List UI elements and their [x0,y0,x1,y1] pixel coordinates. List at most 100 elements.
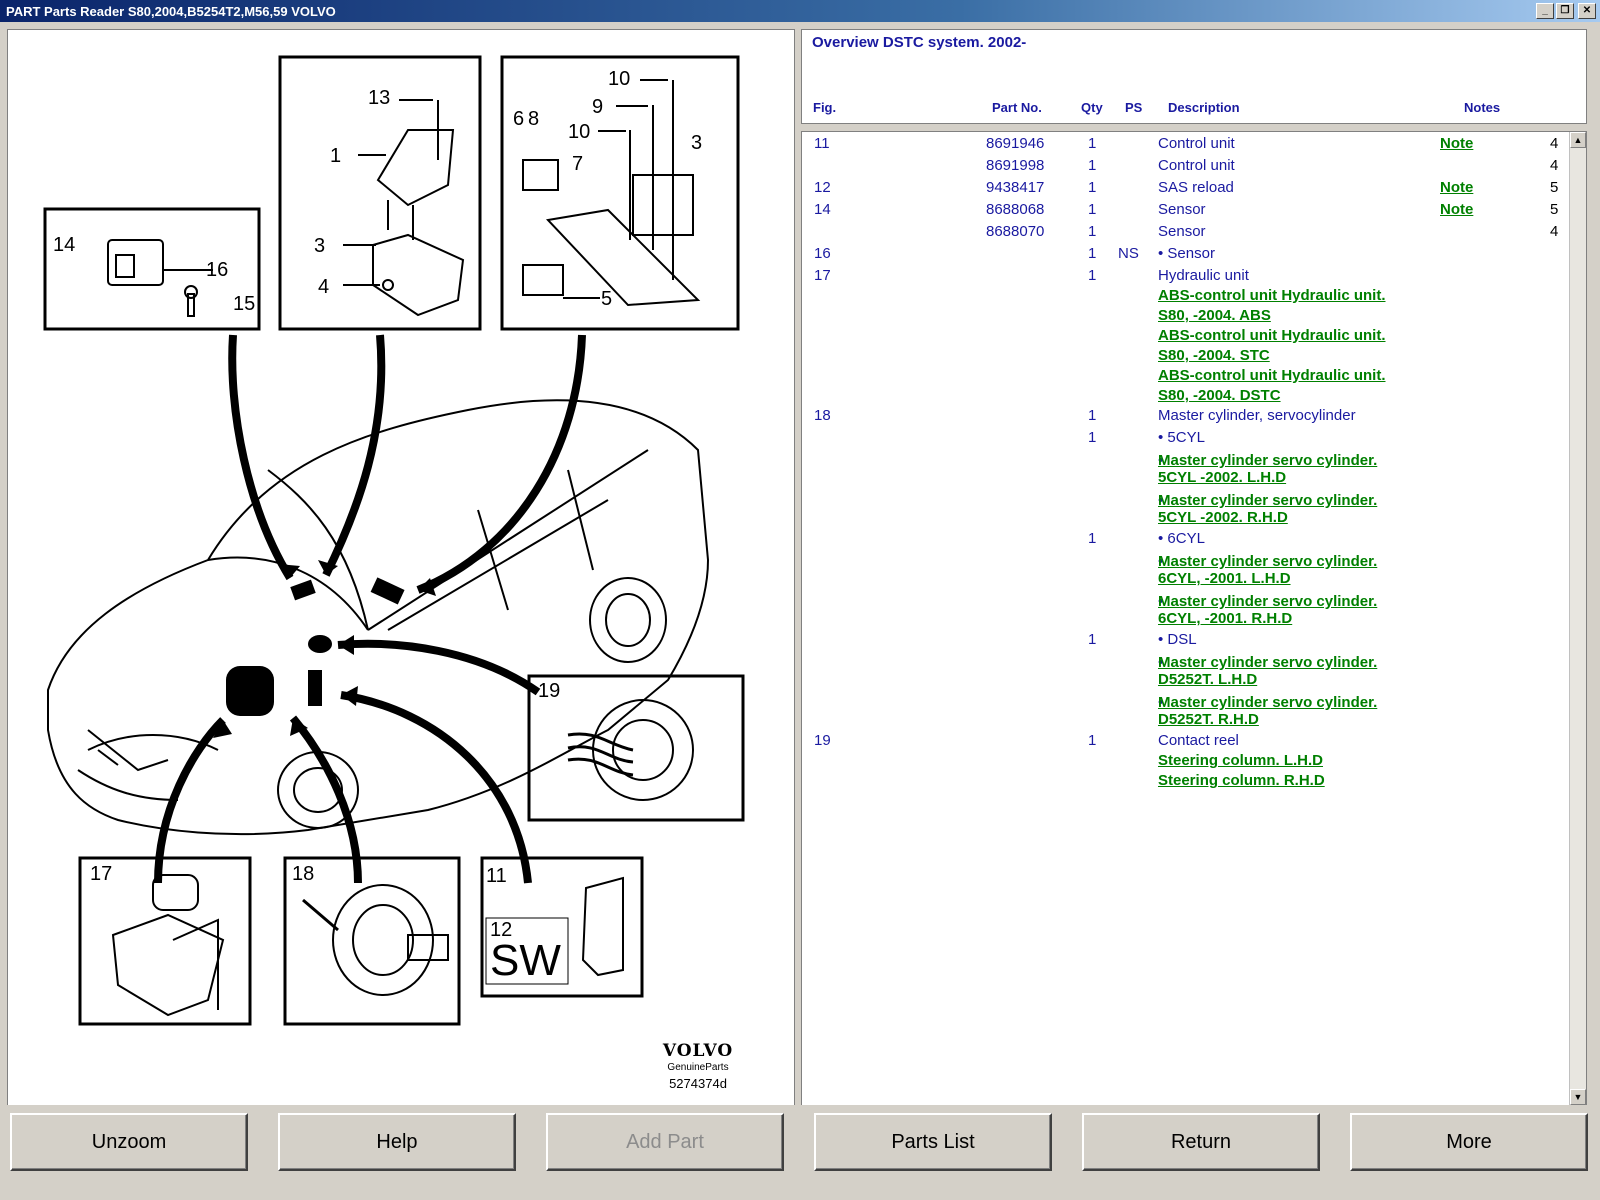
close-button[interactable]: ✕ [1578,3,1596,19]
table-row[interactable]: 16 1 NS • Sensor [802,242,1570,264]
list-item[interactable]: • Master cylinder servo cylinder. [802,688,1570,711]
detail-box-contact-reel [527,674,745,822]
fig-cell: 12 [814,179,831,196]
list-item[interactable]: D5252T. R.H.D [802,708,1570,729]
table-row[interactable]: 11 8691946 1 Control unit Note 4 [802,132,1570,154]
qty-cell: 1 [1088,530,1097,547]
master-cylinder-link[interactable]: Master cylinder servo cylinder. [1158,694,1378,711]
table-row[interactable]: 1 • 5CYL [802,426,1570,446]
list-item[interactable]: Steering column. R.H.D [802,769,1570,789]
note-link[interactable]: Note [1440,179,1474,196]
description-cell: SAS reload [1158,179,1234,196]
detail-box-brackets [500,55,740,331]
diagram-panel[interactable]: 14 16 15 13 1 3 4 6 8 10 9 10 7 3 5 19 1… [7,29,795,1106]
parts-list-button[interactable]: Parts List [814,1113,1052,1171]
master-cylinder-link[interactable]: D5252T. L.H.D [1158,671,1258,688]
parts-header: Overview DSTC system. 2002- Fig. Part No… [801,29,1587,124]
fig-cell: 14 [814,201,831,218]
table-row[interactable]: 18 1 Master cylinder, servocylinder [802,404,1570,426]
arrow-heads [213,560,436,738]
master-cylinder-link[interactable]: 6CYL, -2001. R.H.D [1158,610,1293,627]
hydraulic-link[interactable]: S80, -2004. ABS [1158,307,1271,324]
hydraulic-link[interactable]: S80, -2004. DSTC [1158,387,1281,404]
list-item[interactable]: Steering column. L.H.D [802,749,1570,769]
list-item[interactable]: • Master cylinder servo cylinder. [802,446,1570,469]
unzoom-button[interactable]: Unzoom [10,1113,248,1171]
table-row[interactable]: 14 8688068 1 Sensor Note 5 [802,198,1570,220]
note-link[interactable]: Note [1440,201,1474,218]
master-cylinder-link[interactable]: Master cylinder servo cylinder. [1158,492,1378,509]
list-item[interactable]: ABS-control unit Hydraulic unit. [802,284,1570,304]
master-cylinder-link[interactable]: D5252T. R.H.D [1158,711,1259,728]
vertical-scrollbar[interactable]: ▲ ▼ [1569,132,1586,1105]
add-part-button[interactable]: Add Part [546,1113,784,1171]
list-item[interactable]: • Master cylinder servo cylinder. [802,547,1570,570]
list-item[interactable]: S80, -2004. DSTC [802,384,1570,404]
list-item[interactable]: 6CYL, -2001. L.H.D [802,567,1570,587]
hydraulic-link[interactable]: S80, -2004. STC [1158,347,1270,364]
callout-16: 16 [206,259,228,281]
help-button[interactable]: Help [278,1113,516,1171]
master-cylinder-link[interactable]: Master cylinder servo cylinder. [1158,452,1378,469]
table-row[interactable]: 8691998 1 Control unit 4 [802,154,1570,176]
callout-sw: SW [490,936,561,985]
qty-cell: 1 [1088,407,1097,424]
parts-list[interactable]: 11 8691946 1 Control unit Note 4 8691998… [801,131,1587,1106]
scroll-up-button[interactable]: ▲ [1570,132,1586,148]
list-item[interactable]: D5252T. L.H.D [802,668,1570,688]
master-cylinder-link[interactable]: 6CYL, -2001. L.H.D [1158,570,1291,587]
hydraulic-link[interactable]: ABS-control unit Hydraulic unit. [1158,367,1386,384]
detail-box-control-unit [278,55,482,331]
list-item[interactable]: S80, -2004. ABS [802,304,1570,324]
callout-8: 8 [528,108,539,130]
list-item[interactable]: 5CYL -2002. L.H.D [802,466,1570,486]
more-button[interactable]: More [1350,1113,1588,1171]
count-cell: 4 [1550,223,1559,240]
list-item[interactable]: ABS-control unit Hydraulic unit. [802,364,1570,384]
steering-column-link[interactable]: Steering column. L.H.D [1158,752,1324,769]
restore-button[interactable]: ❐ [1556,3,1574,19]
column-description: Description [1168,100,1240,115]
return-button[interactable]: Return [1082,1113,1320,1171]
detail-box-master-cylinder [283,856,461,1026]
component-markers [226,577,405,716]
table-row[interactable]: 1 • 6CYL [802,527,1570,547]
master-cylinder-link[interactable]: 5CYL -2002. L.H.D [1158,469,1287,486]
list-item[interactable]: 6CYL, -2001. R.H.D [802,607,1570,628]
column-notes: Notes [1464,100,1501,115]
hydraulic-link[interactable]: ABS-control unit Hydraulic unit. [1158,287,1386,304]
table-row[interactable]: 19 1 Contact reel [802,729,1570,749]
callout-11: 11 [486,865,507,887]
detail-box-sensor [43,207,261,331]
table-row[interactable]: 8688070 1 Sensor 4 [802,220,1570,242]
bullet: • [1158,654,1164,671]
fig-cell: 11 [814,135,830,152]
list-item[interactable]: • Master cylinder servo cylinder. [802,486,1570,509]
master-cylinder-link[interactable]: Master cylinder servo cylinder. [1158,553,1378,570]
table-row[interactable]: 12 9438417 1 SAS reload Note 5 [802,176,1570,198]
description-cell: Sensor [1158,223,1206,240]
table-row[interactable]: 17 1 Hydraulic unit [802,264,1570,284]
master-cylinder-link[interactable]: Master cylinder servo cylinder. [1158,654,1378,671]
list-item[interactable]: • Master cylinder servo cylinder. [802,587,1570,610]
fig-cell: 17 [814,267,831,284]
scroll-down-button[interactable]: ▼ [1570,1089,1586,1105]
list-item[interactable]: 5CYL -2002. R.H.D [802,506,1570,527]
master-cylinder-link[interactable]: Master cylinder servo cylinder. [1158,593,1378,610]
master-cylinder-link[interactable]: 5CYL -2002. R.H.D [1158,509,1288,526]
window-title: PART Parts Reader S80,2004,B5254T2,M56,5… [6,4,336,19]
qty-cell: 1 [1088,429,1097,446]
ps-cell: NS [1118,245,1139,262]
note-link[interactable]: Note [1440,135,1474,152]
callout-7: 7 [572,153,583,175]
qty-cell: 1 [1088,157,1097,174]
steering-column-link[interactable]: Steering column. R.H.D [1158,772,1325,789]
qty-cell: 1 [1088,179,1097,196]
table-row[interactable]: 1 • DSL [802,628,1570,648]
minimize-button[interactable]: _ [1536,3,1554,19]
hydraulic-link[interactable]: ABS-control unit Hydraulic unit. [1158,327,1386,344]
list-item[interactable]: ABS-control unit Hydraulic unit. [802,324,1570,344]
list-item[interactable]: S80, -2004. STC [802,344,1570,364]
list-item[interactable]: • Master cylinder servo cylinder. [802,648,1570,671]
description-cell: Contact reel [1158,732,1239,749]
